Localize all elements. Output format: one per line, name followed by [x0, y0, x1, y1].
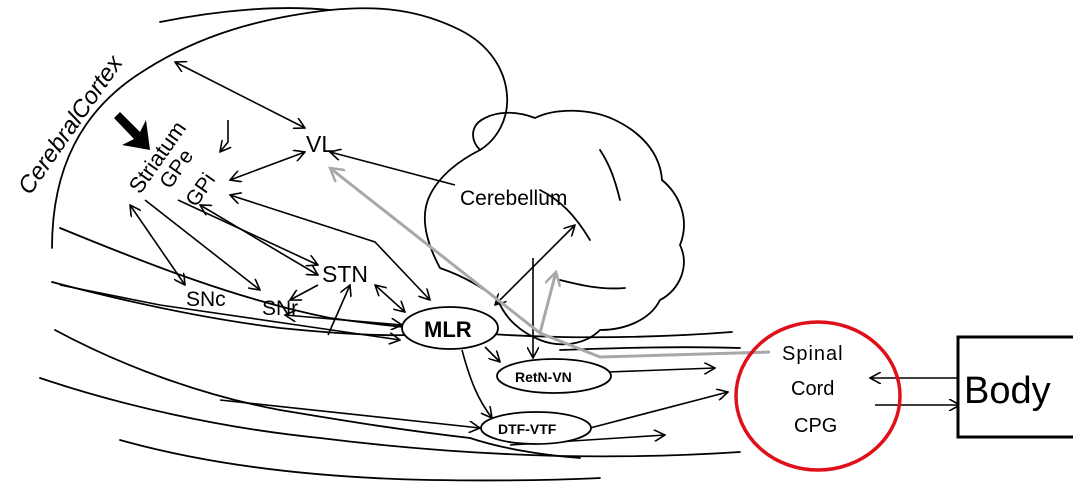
spinal-upper [560, 347, 740, 350]
cortex-inner-line [160, 8, 330, 22]
arrow-mlr-dtf [462, 350, 492, 418]
arrow-striatum-snc [130, 205, 185, 285]
brainstem-bottom [55, 330, 470, 438]
arrow-mlr-retn [485, 347, 500, 362]
label-vl: VL [306, 131, 334, 157]
label-mlr: MLR [424, 317, 472, 342]
arrow-gpi-vl [230, 152, 305, 180]
arrow-dtf-spinal [590, 392, 728, 428]
cerebellum-fold-2 [600, 150, 620, 200]
arrow-mlr-cerebellum [495, 225, 575, 305]
brainstem-lower [40, 378, 740, 456]
label-cpg: CPG [794, 415, 837, 437]
brainstem-upper [60, 228, 732, 337]
label-snc: SNc [186, 288, 226, 311]
cortical-input-arrow-icon [114, 112, 150, 150]
arrow-gpi-stn [200, 205, 318, 275]
arrow-brainstem-dtf [220, 400, 480, 428]
arrow-cortex-vl [175, 62, 305, 128]
label-body: Body [964, 370, 1051, 412]
label-cord: Cord [791, 378, 834, 400]
arrow-striatum-snr [145, 200, 260, 290]
arrow-gpe-gpi [220, 120, 228, 152]
arrow-brainstem-stn [328, 285, 350, 335]
arrow-snr-mlr [285, 315, 402, 325]
brainstem-mid [52, 282, 410, 335]
arrow-cerebellum-vl [330, 152, 455, 185]
arrow-stn-mlr [375, 285, 405, 312]
arrow-cortex-mlr [60, 285, 400, 340]
label-spinal: Spinal [782, 343, 844, 365]
label-cerebellum: Cerebellum [460, 187, 567, 210]
cortex-outline [52, 8, 507, 248]
label-cerebral-cortex: CerebralCortex [13, 50, 129, 200]
label-stn: STN [322, 261, 368, 287]
bottom-edge [120, 440, 600, 480]
gray-to-cerebellum [540, 272, 556, 333]
arrow-retn-spinal [608, 368, 715, 372]
brain-outline [40, 8, 740, 480]
cerebellum-fold-3 [560, 280, 625, 288]
label-retn-vn: RetN-VN [515, 369, 572, 385]
label-dtf-vtf: DTF-VTF [498, 421, 557, 437]
label-snr: SNr [262, 297, 298, 320]
